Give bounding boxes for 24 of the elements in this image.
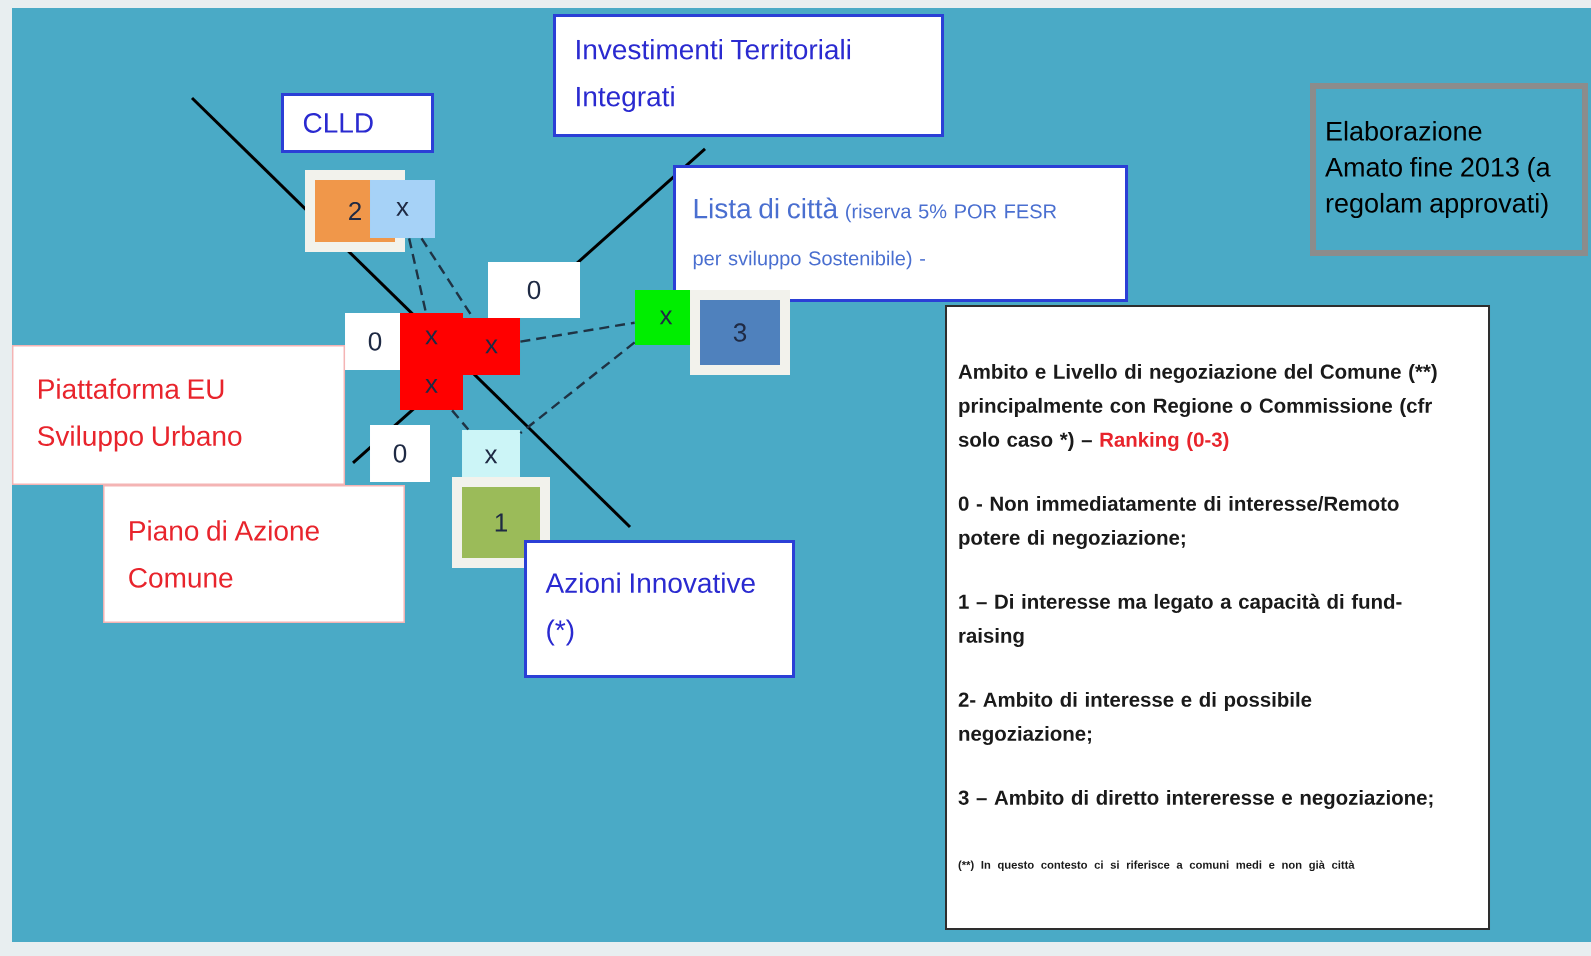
marker-square: x	[400, 313, 463, 362]
node-label: x	[425, 379, 438, 393]
marker-square: x	[400, 362, 463, 410]
marker-square: 0	[370, 425, 430, 482]
score-square: 1	[452, 477, 550, 568]
dashed-line	[520, 321, 635, 343]
node-label: x	[485, 339, 498, 354]
label-box: Piano di Azione Comune	[103, 485, 405, 623]
label-box: Azioni Innovative (*)	[524, 540, 795, 678]
dashed-line	[519, 341, 636, 435]
node-label: x	[425, 330, 438, 345]
info-panel: Ambito e Livello di negoziazione del Comune (**) principalmente con Regione o Commissione (cfr solo caso *) – Ranking (0-3) 0 - Non immediatamente di interesse/Remoto potere di negoziazione; 1 – Di interesse ma legato a capacità di fund-raising 2- Ambito di interesse e di possibile negoziazione; 3 – Ambito di diretto intereresse e negoziazione; (**) In questo contesto ci si riferisce a comuni medi e non già città	[945, 305, 1490, 930]
score-square: 3	[690, 290, 790, 375]
label-box: CLLD	[281, 93, 434, 153]
marker-square: x	[463, 318, 520, 375]
marker-square: 0	[488, 262, 580, 318]
marker-square: x	[370, 180, 435, 238]
dashed-line	[451, 409, 470, 431]
label-box: Piattaforma EU Sviluppo Urbano	[11, 345, 346, 485]
note-box: Elaborazione Amato fine 2013 (a regolam approvati)	[1310, 83, 1588, 256]
label-box: Lista di città (riserva 5% POR FESR per sviluppo Sostenibile) -	[673, 165, 1128, 302]
marker-square: 0	[345, 313, 405, 370]
label-box: Investimenti Territoriali Integrati	[553, 14, 944, 137]
dashed-line	[407, 238, 428, 313]
